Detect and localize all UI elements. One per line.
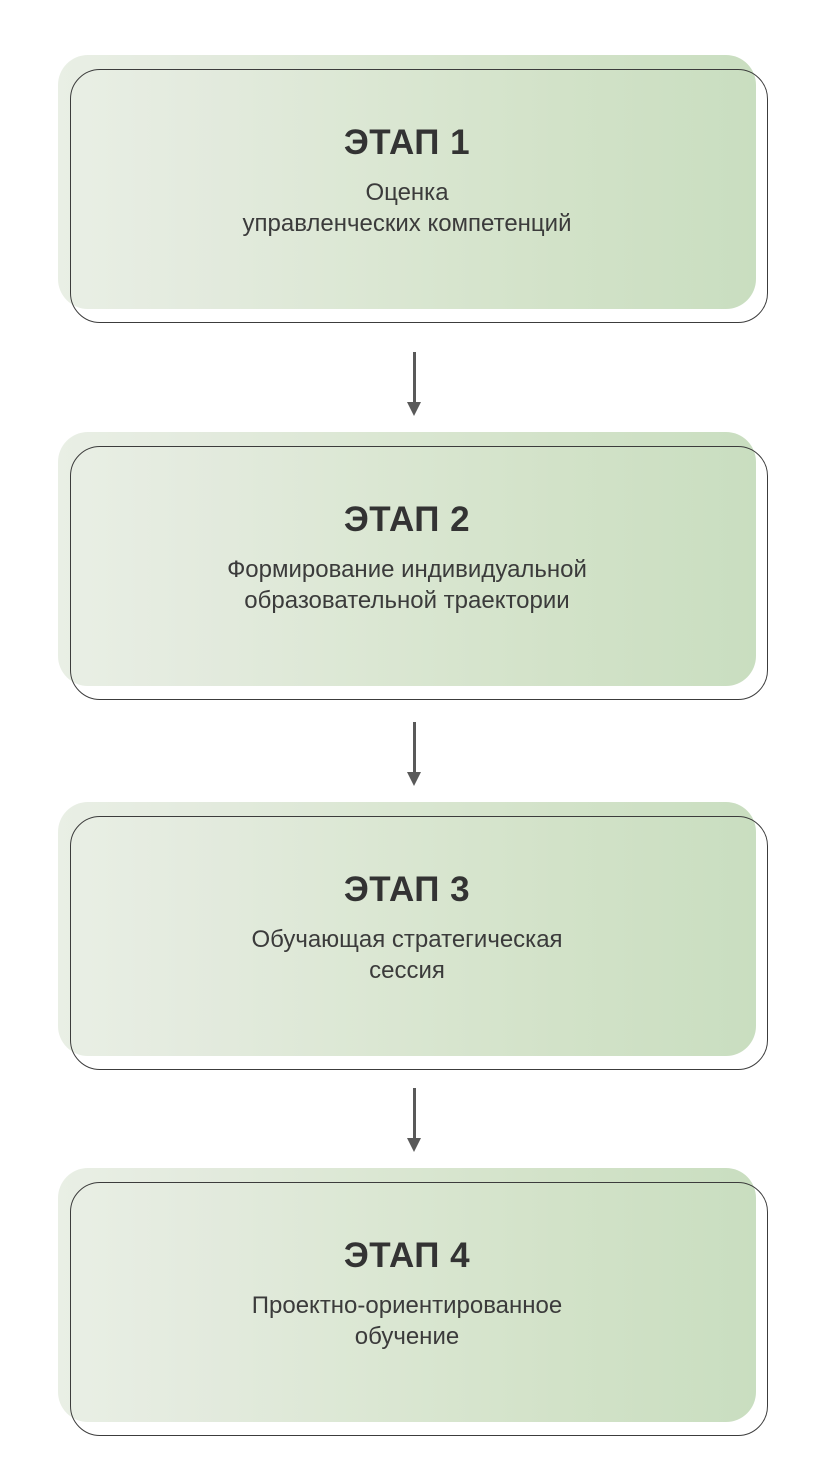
stage-title: ЭТАП 3: [343, 870, 471, 910]
arrow-shaft: [413, 352, 416, 404]
arrow-shaft: [413, 1088, 416, 1140]
stage-title: ЭТАП 4: [343, 1236, 471, 1276]
arrow-head-icon: [407, 1138, 421, 1152]
arrow-head-icon: [407, 772, 421, 786]
stage-card-fill: [58, 432, 756, 686]
arrow-shaft: [413, 722, 416, 774]
connector-arrow-1-to-2: [405, 352, 425, 418]
stage-title: ЭТАП 2: [343, 500, 471, 540]
stage-card-fill: [58, 802, 756, 1056]
connector-arrow-2-to-3: [405, 722, 425, 788]
connector-arrow-3-to-4: [405, 1088, 425, 1154]
arrow-head-icon: [407, 402, 421, 416]
stage-title: ЭТАП 1: [343, 123, 471, 163]
stage-card-fill: [58, 1168, 756, 1422]
stage-card-fill: [58, 55, 756, 309]
